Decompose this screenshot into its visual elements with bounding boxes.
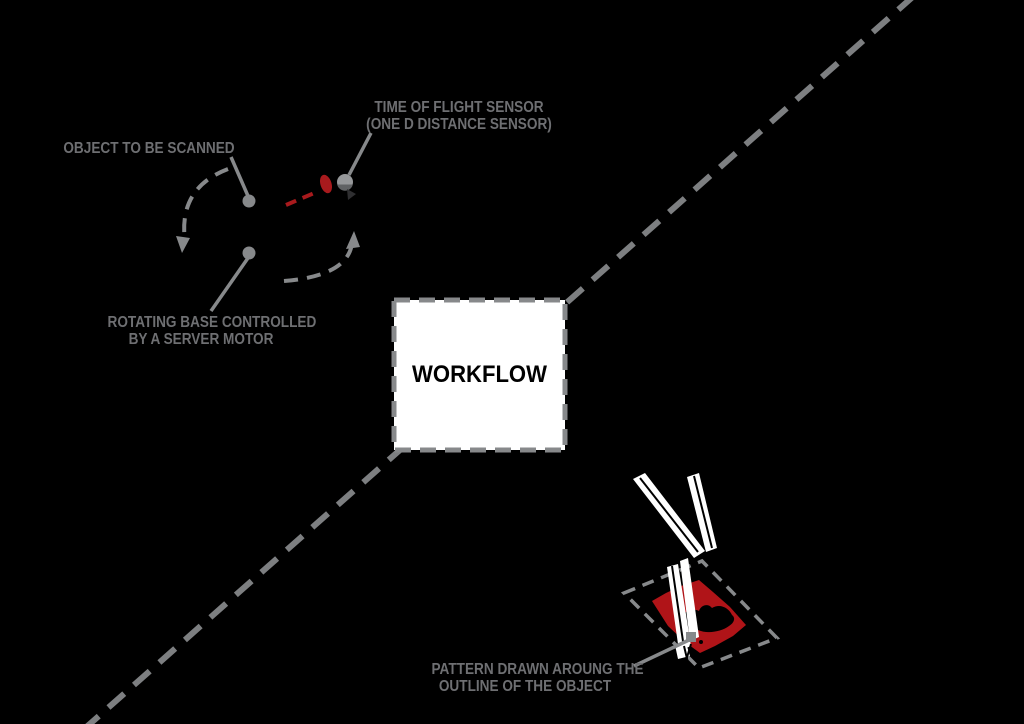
pattern-leader-line [633,638,690,668]
pattern-marker-square [686,632,696,642]
rotation-arrow-up-icon [346,231,360,249]
rotation-arrow-down-icon [176,236,190,253]
base-marker-dot [242,246,256,260]
object-to-scan-label: OBJECT TO BE SCANNED [56,140,243,157]
object-marker-dot [242,194,256,208]
tof-sensor-label: TIME OF FLIGHT SENSOR (ONE D DISTANCE SE… [366,99,553,133]
workflow-box-title: WORKFLOW [412,361,547,388]
object-leader-line [229,156,250,197]
laser-beam-icon [285,174,332,207]
rotating-base-label-line1: ROTATING BASE CONTROLLED [107,314,317,331]
rotating-base-label-line2: BY A SERVER MOTOR [128,331,274,348]
pattern-drawing-illustration [620,473,781,671]
pattern-drawn-label: PATTERN DRAWN AROUNG THE OUTLINE OF THE … [431,661,644,695]
object-to-scan-label-line1: OBJECT TO BE SCANNED [63,140,235,157]
pattern-drawn-label-line1: PATTERN DRAWN AROUNG THE [431,661,644,678]
base-leader-line [209,256,250,313]
rotating-base-label: ROTATING BASE CONTROLLED BY A SERVER MOT… [107,314,317,348]
tof-sensor-label-line1: TIME OF FLIGHT SENSOR [374,99,544,116]
tof-sensor-icon [337,174,356,200]
hand-with-marker-icon [633,473,717,668]
rotation-arc-left [176,167,229,253]
paper-dashed-outline [620,558,781,671]
sensor-leader-line [347,132,373,176]
workflow-box [391,297,568,453]
rotation-arc-right [283,231,360,283]
scanner-setup-illustration [176,132,373,313]
tof-sensor-label-line2: (ONE D DISTANCE SENSOR) [366,116,552,133]
pattern-drawn-label-line2: OUTLINE OF THE OBJECT [438,678,612,695]
